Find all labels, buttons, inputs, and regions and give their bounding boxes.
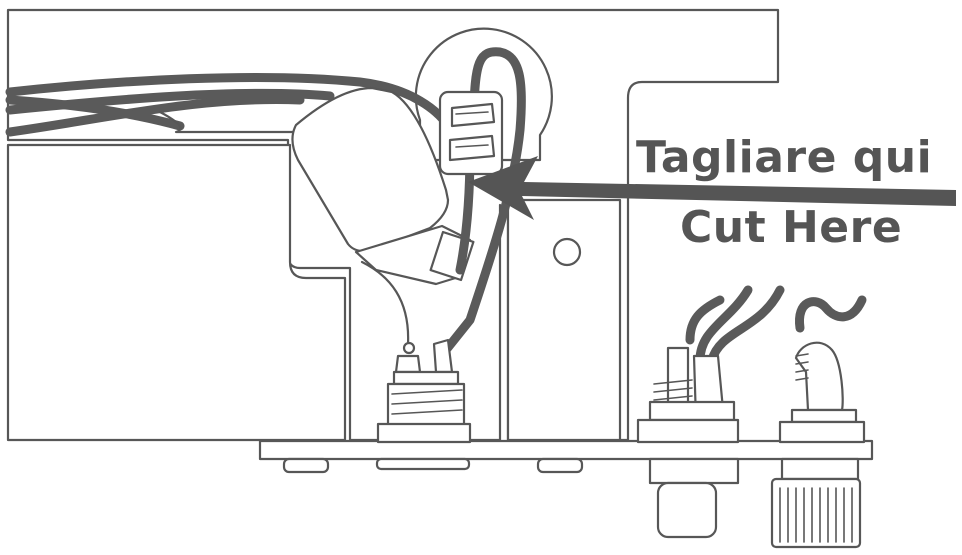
- pcb-foot-2: [375, 457, 471, 471]
- wire-3: [5, 95, 305, 137]
- left-panel: [6, 143, 347, 442]
- wire-4: [5, 95, 185, 131]
- middle-jack: [636, 285, 785, 539]
- wire-tie: [158, 110, 302, 134]
- pcb-foot-1: [282, 457, 330, 474]
- bracket-hole: [552, 237, 582, 267]
- wire-thin-1: [360, 260, 410, 346]
- cut-label-english: Cut Here: [680, 202, 903, 253]
- left-jack: [376, 338, 472, 444]
- wire-1: [5, 72, 457, 137]
- right-jack: [770, 295, 867, 549]
- pcb-foot-3: [536, 457, 584, 474]
- connector-icon: [450, 102, 496, 128]
- bracket: [506, 198, 622, 442]
- connector-housing: [438, 90, 504, 176]
- arrow-left-icon: [468, 156, 956, 220]
- cut-label-italian: Tagliare qui: [636, 132, 933, 183]
- wire-loop: [441, 47, 526, 355]
- pcb-rail: [258, 439, 874, 461]
- solder-point: [402, 341, 416, 355]
